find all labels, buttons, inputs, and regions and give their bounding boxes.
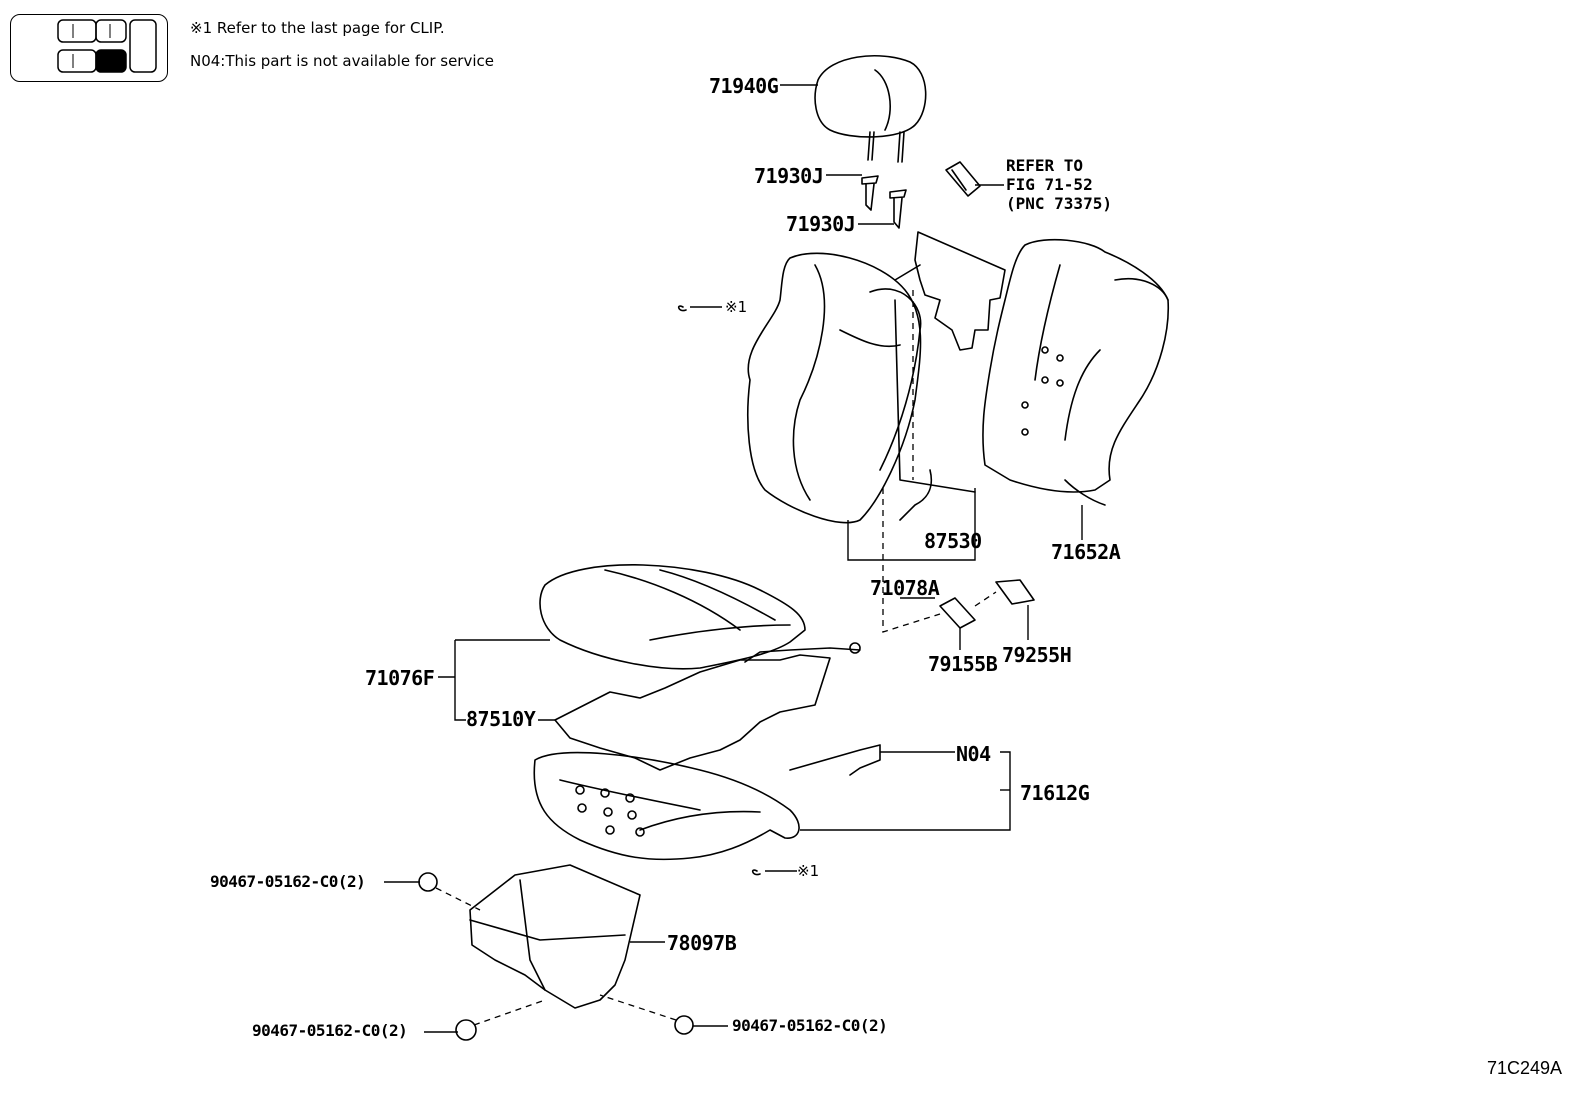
part-87510Y: 87510Y [466, 707, 536, 731]
part-79255H: 79255H [1002, 643, 1072, 667]
seat-cushion-cover-drawing [539, 564, 806, 670]
clip-note: ※1 Refer to the last page for CLIP. [190, 19, 445, 37]
refer-line-1: REFER TO [1006, 156, 1084, 175]
part-79155B: 79155B [928, 652, 998, 676]
part-71612G: 71612G [1020, 781, 1090, 805]
figure-code: 71C249A [1487, 1058, 1563, 1078]
bolt-part-upper-left: 90467-05162-C0(2) [210, 872, 366, 891]
heater-mat-drawing [894, 231, 1006, 521]
refer-line-3: (PNC 73375) [1006, 194, 1112, 213]
seat-cushion-pad-drawing [533, 751, 800, 861]
seatback-cover-drawing [747, 252, 922, 524]
part-71930J-lower: 71930J [786, 212, 856, 236]
part-71076F: 71076F [365, 666, 435, 690]
clip-mark-upper: ※1 [725, 298, 748, 316]
seat-position-thumbnail-icon [10, 14, 168, 82]
part-87530: 87530 [924, 529, 982, 553]
bolt-part-lower-right: 90467-05162-C0(2) [732, 1016, 888, 1035]
part-71078A: 71078A [870, 576, 940, 600]
lower-trim-drawing [469, 864, 641, 1009]
headrest-guide-drawing [861, 175, 907, 229]
headrest-drawing [814, 54, 927, 163]
part-71930J-upper: 71930J [754, 164, 824, 188]
seat-heater-mat-drawing [554, 642, 861, 771]
harness-drawing [789, 744, 881, 776]
n04-note: N04:This part is not available for servi… [190, 52, 494, 70]
part-71652A: 71652A [1051, 540, 1121, 564]
refer-line-2: FIG 71-52 [1006, 175, 1093, 194]
part-71940G: 71940G [709, 74, 779, 98]
bolt-part-lower-left: 90467-05162-C0(2) [252, 1021, 408, 1040]
clip-mark-lower: ※1 [797, 862, 820, 880]
part-N04: N04 [956, 742, 991, 766]
refer-fig-note: REFER TO FIG 71-52 (PNC 73375) [1006, 156, 1112, 213]
part-78097B: 78097B [667, 931, 737, 955]
seatback-pad-drawing [982, 238, 1170, 506]
